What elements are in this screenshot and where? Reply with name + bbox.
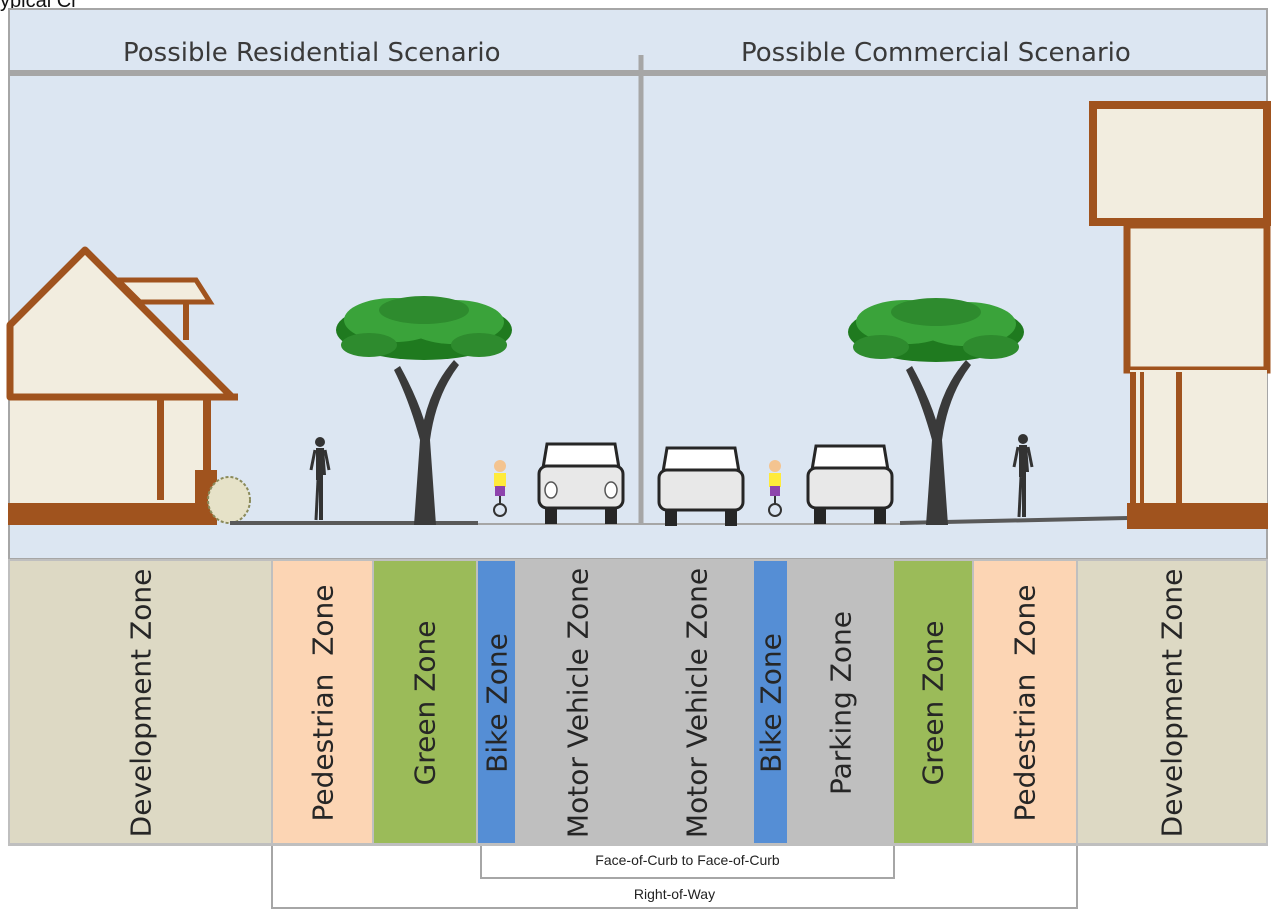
zone-label: Bike Zone bbox=[754, 632, 787, 773]
tree-icon bbox=[848, 298, 1024, 525]
car-icon bbox=[806, 444, 894, 524]
zone-label: Development Zone bbox=[1155, 568, 1189, 837]
commercial-scenario-title: Possible Commercial Scenario bbox=[741, 38, 1131, 68]
zone-strip-top-border bbox=[8, 559, 1268, 561]
pedestrian-icon bbox=[1012, 434, 1034, 518]
bicyclist-icon bbox=[493, 460, 507, 517]
street-scene bbox=[6, 55, 1271, 529]
face-of-curb-label: Face-of-Curb to Face-of-Curb bbox=[595, 852, 780, 868]
zone-label: Green Zone bbox=[408, 620, 442, 785]
shrub-icon bbox=[207, 476, 251, 524]
zone-label: Motor Vehicle Zone bbox=[561, 567, 595, 838]
right-of-way-label: Right-of-Way bbox=[633, 886, 716, 902]
zone-label: Pedestrian Zone bbox=[1008, 584, 1042, 821]
face-of-curb-bracket: Face-of-Curb to Face-of-Curb bbox=[480, 846, 895, 879]
zone-strip-bottom-border bbox=[8, 843, 1268, 846]
zone-green: Green Zone bbox=[894, 561, 974, 844]
zone-label: Development Zone bbox=[124, 568, 157, 837]
pedestrian-icon bbox=[309, 437, 331, 521]
car-icon bbox=[657, 446, 745, 526]
zone-development: Development Zone bbox=[8, 561, 273, 844]
tree-icon bbox=[336, 296, 512, 525]
zone-parking: Parking Zone bbox=[789, 561, 894, 844]
bicyclist-icon bbox=[768, 460, 782, 517]
car-icon bbox=[537, 442, 625, 524]
zone-label: Pedestrian Zone bbox=[306, 584, 339, 821]
zone-label: Bike Zone bbox=[480, 632, 513, 773]
zone-motor: Motor Vehicle Zone bbox=[641, 561, 754, 844]
zone-label: Green Zone bbox=[916, 620, 950, 785]
right-of-way-bracket: Right-of-Way bbox=[271, 846, 1078, 909]
zone-pedestrian: Pedestrian Zone bbox=[273, 561, 374, 844]
zone-development: Development Zone bbox=[1078, 561, 1268, 844]
zone-bike: Bike Zone bbox=[754, 561, 789, 844]
commercial-building-icon bbox=[1089, 101, 1271, 529]
zone-label: Motor Vehicle Zone bbox=[680, 567, 713, 838]
zone-label: Parking Zone bbox=[824, 610, 857, 795]
zone-pedestrian: Pedestrian Zone bbox=[974, 561, 1078, 844]
zone-green: Green Zone bbox=[374, 561, 478, 844]
zone-bike: Bike Zone bbox=[478, 561, 517, 844]
zone-motor: Motor Vehicle Zone bbox=[517, 561, 641, 844]
residential-scenario-title: Possible Residential Scenario bbox=[123, 38, 501, 68]
house-icon bbox=[6, 246, 238, 525]
